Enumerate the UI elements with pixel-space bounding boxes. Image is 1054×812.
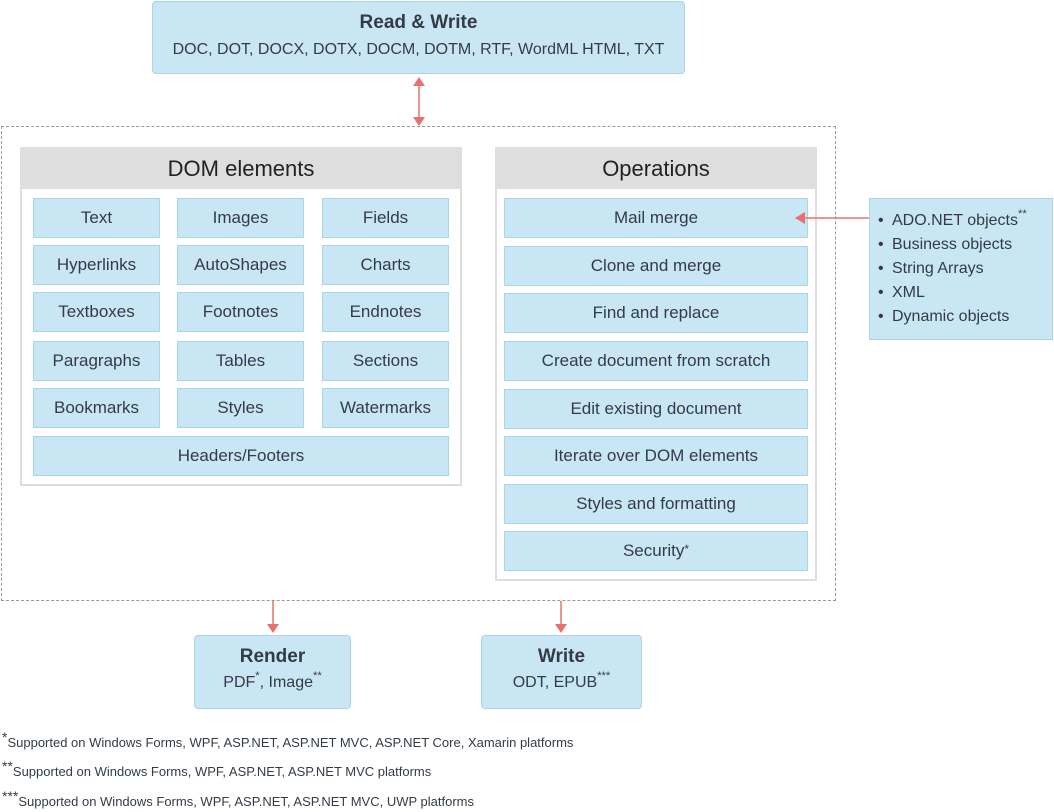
operation-mail-merge: Mail merge — [504, 198, 808, 238]
render-image: Image — [268, 674, 313, 691]
dom-item-bookmarks: Bookmarks — [33, 388, 160, 428]
operation-clone-and-merge: Clone and merge — [504, 246, 808, 286]
operations-title: Operations — [497, 149, 815, 189]
read-write-formats: DOC, DOT, DOCX, DOTX, DOCM, DOTM, RTF, W… — [172, 41, 665, 58]
dom-item-textboxes: Textboxes — [33, 292, 160, 332]
arrow-sources-head — [795, 212, 805, 224]
source-label: Dynamic objects — [892, 308, 1010, 325]
footnote-1-text: Supported on Windows Forms, WPF, ASP.NET… — [7, 735, 574, 750]
operation-label: Styles and formatting — [576, 494, 736, 513]
data-sources-box: • ADO.NET objects** • Business objects • Stri… — [869, 198, 1053, 340]
footnote-3-mark: *** — [2, 788, 19, 804]
bullet-icon: • — [878, 284, 884, 301]
operation-iterate-over-dom-elements: Iterate over DOM elements — [504, 436, 808, 476]
operation-create-document-from-scratch: Create document from scratch — [504, 341, 808, 381]
write-box: Write ODT, EPUB*** — [481, 635, 642, 709]
dom-item-charts: Charts — [322, 245, 449, 285]
ado-net-mark: ** — [1017, 208, 1027, 220]
render-formats: PDF*, Image** — [195, 670, 350, 692]
source-item-string-arrays: • String Arrays — [878, 257, 1052, 281]
source-item-dynamic-objects: • Dynamic objects — [878, 305, 1052, 329]
footnote-1: *Supported on Windows Forms, WPF, ASP.NE… — [2, 729, 574, 751]
render-title: Render — [239, 646, 306, 667]
operation-label: Clone and merge — [590, 256, 722, 275]
source-label: Business objects — [892, 236, 1013, 253]
footnote-3: ***Supported on Windows Forms, WPF, ASP.… — [2, 788, 475, 810]
operation-edit-existing-document: Edit existing document — [504, 389, 808, 429]
processing-container — [1, 126, 836, 601]
operation-find-and-replace: Find and replace — [504, 293, 808, 333]
footnote-2: **Supported on Windows Forms, WPF, ASP.N… — [2, 758, 432, 780]
dom-item-images: Images — [177, 198, 304, 238]
dom-item-text: Text — [33, 198, 160, 238]
footnote-2-mark: ** — [2, 758, 13, 774]
dom-item-endnotes: Endnotes — [322, 292, 449, 332]
bullet-icon: • — [878, 212, 884, 229]
arrow-write-head — [555, 624, 567, 633]
render-image-mark: ** — [313, 670, 322, 682]
render-separator: , — [259, 674, 269, 691]
source-label: String Arrays — [892, 260, 984, 277]
dom-item-headers-footers: Headers/Footers — [33, 436, 449, 476]
render-pdf-mark: * — [255, 670, 260, 682]
dom-item-footnotes: Footnotes — [177, 292, 304, 332]
source-item-xml: • XML — [878, 281, 1052, 305]
render-pdf: PDF — [223, 674, 256, 691]
operation-security: Security* — [504, 531, 808, 571]
write-mark: *** — [597, 670, 611, 682]
operation-label: Edit existing document — [570, 399, 742, 418]
source-label: ADO.NET objects — [892, 212, 1018, 229]
bullet-icon: • — [878, 260, 884, 277]
source-label: XML — [892, 284, 925, 301]
footnote-3-text: Supported on Windows Forms, WPF, ASP.NET… — [18, 794, 475, 809]
dom-item-tables: Tables — [177, 341, 304, 381]
arrow-read-write-head-up — [413, 77, 425, 86]
operation-label: Iterate over DOM elements — [553, 446, 759, 465]
read-write-title: Read & Write — [359, 12, 478, 33]
bullet-icon: • — [878, 308, 884, 325]
dom-item-hyperlinks: Hyperlinks — [33, 245, 160, 285]
dom-item-fields: Fields — [322, 198, 449, 238]
footnote-1-mark: * — [2, 729, 8, 745]
source-item-business-objects: • Business objects — [878, 233, 1052, 257]
arrow-read-write-head-down — [413, 117, 425, 126]
dom-elements-title: DOM elements — [22, 149, 460, 189]
operation-label: Find and replace — [592, 303, 720, 322]
write-formats-line: ODT, EPUB*** — [482, 670, 641, 692]
write-title: Write — [537, 646, 586, 667]
render-box: Render PDF*, Image** — [194, 635, 351, 709]
arrow-render-head — [267, 624, 279, 633]
write-formats: ODT, EPUB — [512, 674, 598, 691]
read-write-box: Read & Write DOC, DOT, DOCX, DOTX, DOCM,… — [152, 1, 685, 74]
footnote-2-text: Supported on Windows Forms, WPF, ASP.NET… — [12, 764, 432, 779]
operation-label: Create document from scratch — [541, 351, 771, 370]
dom-item-watermarks: Watermarks — [322, 388, 449, 428]
operation-label: Mail merge — [613, 208, 699, 227]
dom-item-autoshapes: AutoShapes — [177, 245, 304, 285]
dom-item-paragraphs: Paragraphs — [33, 341, 160, 381]
bullet-icon: • — [878, 236, 884, 253]
source-item-ado-net-objects: • ADO.NET objects** — [878, 208, 1052, 233]
operation-styles-and-formatting: Styles and formatting — [504, 484, 808, 524]
dom-item-sections: Sections — [322, 341, 449, 381]
operation-label: Security — [622, 541, 685, 560]
dom-item-styles: Styles — [177, 388, 304, 428]
